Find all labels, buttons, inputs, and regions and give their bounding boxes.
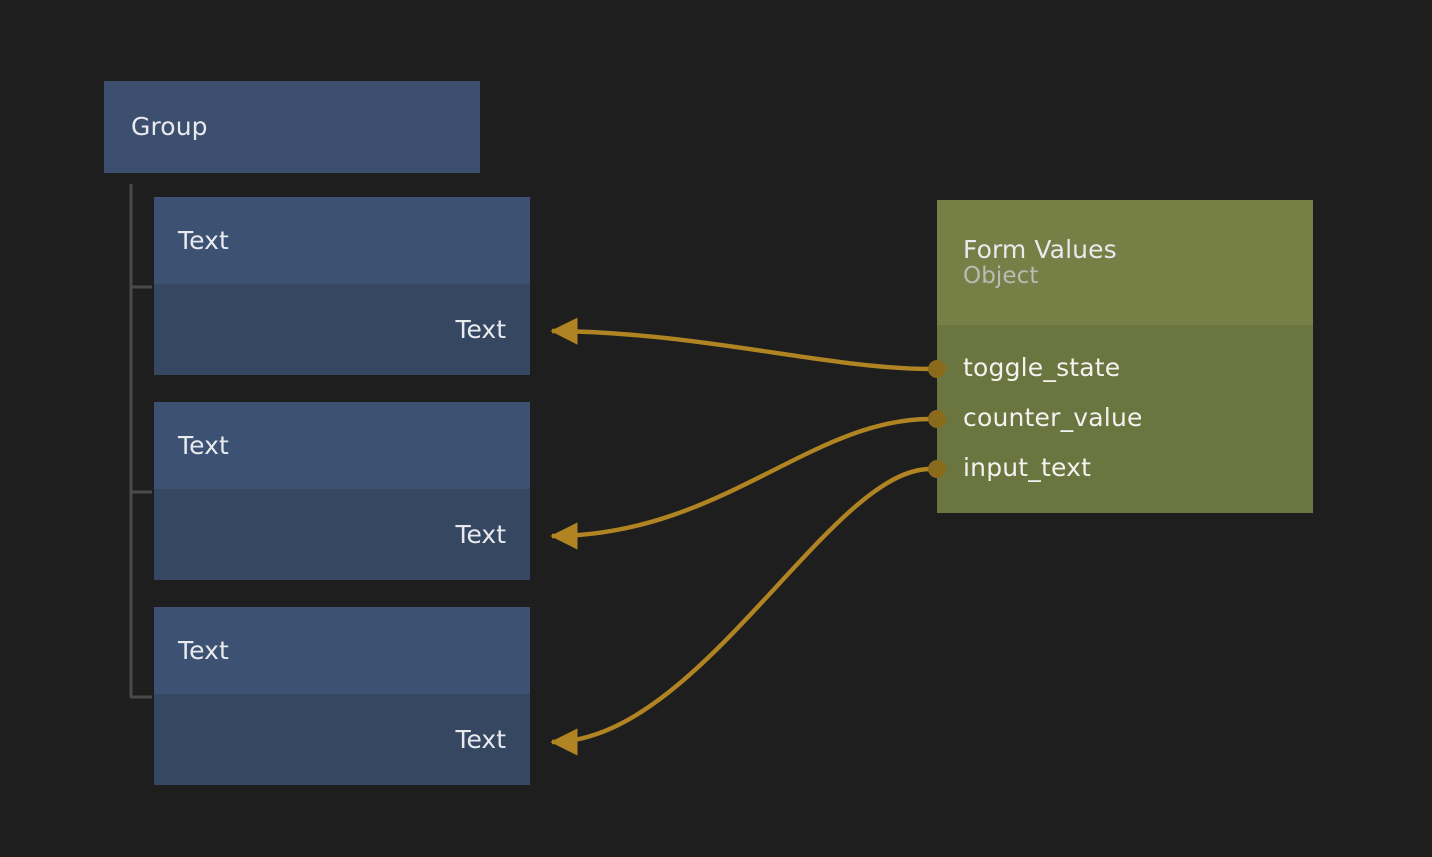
form-values-title: Form Values: [963, 234, 1117, 264]
form-values-node[interactable]: Form Values Object toggle_state counter_…: [937, 200, 1313, 513]
text-node-3-header: Text: [154, 607, 530, 694]
text-node-2-port-label: Text: [455, 519, 506, 549]
form-values-subtitle: Object: [963, 263, 1039, 290]
text-node-1-title: Text: [178, 225, 229, 255]
form-values-row-input-text[interactable]: input_text: [937, 443, 1313, 493]
edge-input-text: [550, 466, 931, 756]
group-node-title: Group: [131, 112, 208, 142]
text-node-1-port-label: Text: [455, 314, 506, 344]
text-node-1[interactable]: Text Text: [154, 197, 530, 378]
group-node[interactable]: Group: [104, 81, 480, 173]
text-node-2-body: Text: [154, 489, 530, 580]
port-input-text[interactable]: [928, 460, 946, 478]
text-node-1-header: Text: [154, 197, 530, 284]
edge-counter-value: [550, 416, 931, 550]
text-node-1-body: Text: [154, 284, 530, 375]
text-node-2-header: Text: [154, 402, 530, 489]
text-node-3-port-label: Text: [455, 724, 506, 754]
field-label-toggle-state: toggle_state: [963, 353, 1121, 383]
edge-toggle-state: [550, 317, 931, 372]
port-counter-value[interactable]: [928, 410, 946, 428]
form-values-row-toggle-state[interactable]: toggle_state: [937, 343, 1313, 393]
group-node-header: Group: [104, 81, 480, 173]
text-node-2[interactable]: Text Text: [154, 402, 530, 583]
text-node-2-title: Text: [178, 430, 229, 460]
form-values-row-counter-value[interactable]: counter_value: [937, 393, 1313, 443]
form-values-body: toggle_state counter_value input_text: [937, 325, 1313, 493]
text-node-3[interactable]: Text Text: [154, 607, 530, 788]
port-toggle-state[interactable]: [928, 360, 946, 378]
field-label-input-text: input_text: [963, 453, 1092, 483]
group-bracket: [129, 184, 152, 699]
form-values-header: Form Values Object: [937, 200, 1313, 325]
field-label-counter-value: counter_value: [963, 403, 1143, 433]
text-node-3-body: Text: [154, 694, 530, 785]
text-node-3-title: Text: [178, 635, 229, 665]
